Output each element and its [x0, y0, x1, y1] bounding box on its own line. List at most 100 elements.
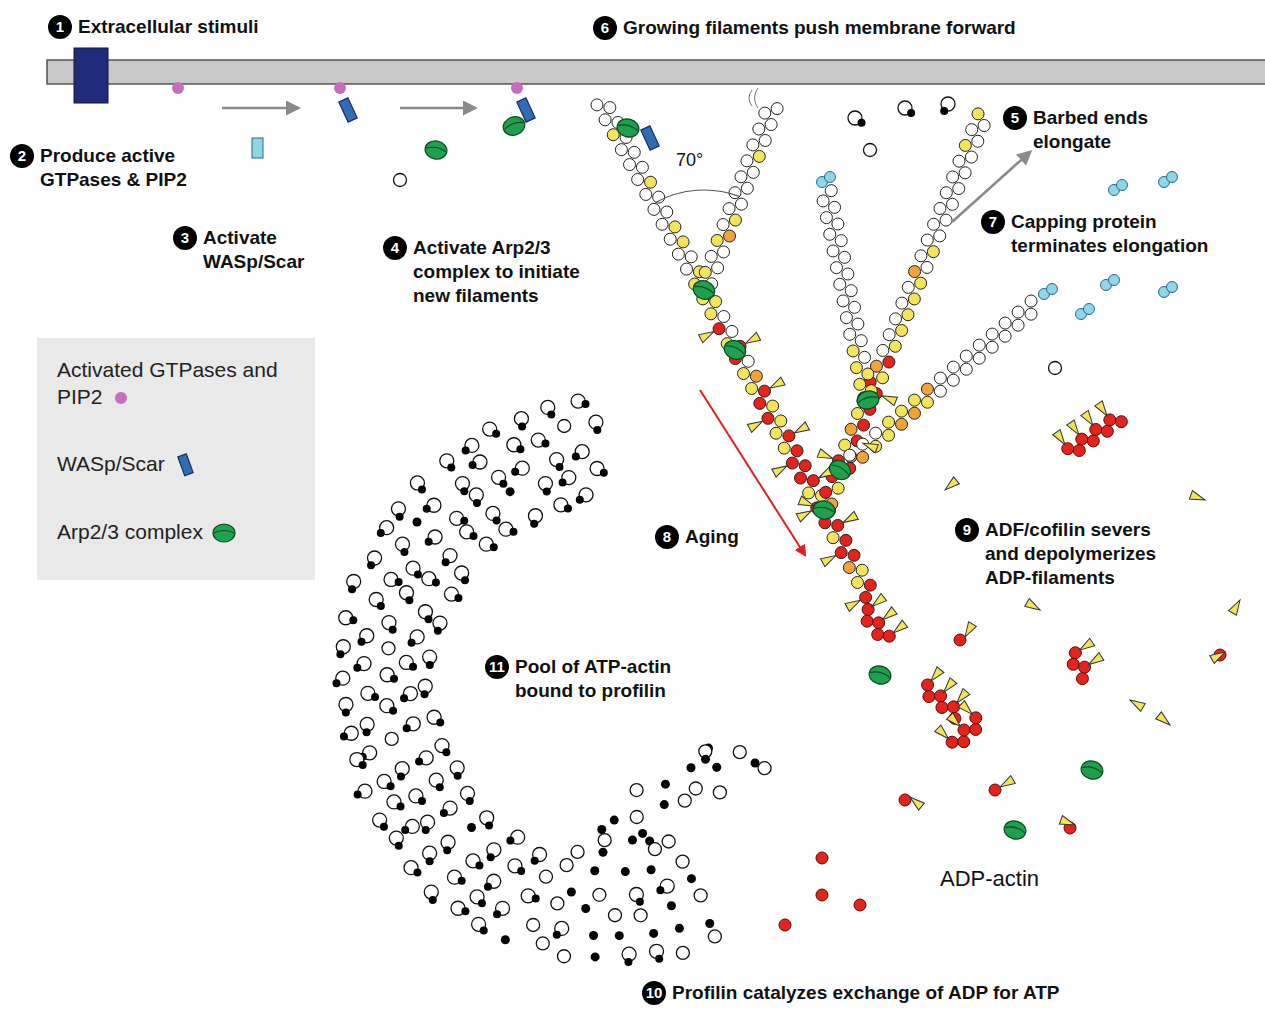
plasma-membrane [47, 60, 1265, 84]
profilin [506, 487, 515, 496]
profilin-actin [418, 679, 432, 698]
step-callout: 4Activate Arp2/3 complex to initiate new… [383, 236, 613, 308]
profilin-actin [423, 650, 437, 669]
capping-protein [817, 172, 836, 188]
step-callout: 3Activate WASp/Scar [173, 226, 323, 274]
cofilin [768, 377, 785, 392]
cofilin [935, 725, 952, 742]
profilin-actin [369, 592, 385, 609]
atp-actin [630, 784, 643, 797]
legend-entry: Arp2/3 complex [57, 518, 292, 546]
number-badge: 9 [955, 518, 979, 542]
adp-actin [970, 723, 982, 735]
adp-actin [816, 852, 828, 864]
profilin-actin [433, 616, 447, 635]
callout-number: 4 [383, 236, 407, 260]
cofilin [1210, 648, 1227, 663]
legend-entry: WASp/Scar [57, 450, 292, 478]
atp-actin [539, 870, 552, 883]
cofilin [796, 507, 813, 522]
profilin-actin [571, 394, 589, 408]
callout-number: 3 [173, 226, 197, 250]
species-label: ADP-actin [940, 866, 1039, 892]
number-badge: 11 [485, 655, 509, 679]
angle-arc [656, 190, 739, 202]
profilin-actin [572, 445, 589, 461]
atp-actin [733, 746, 746, 759]
profilin-actin [401, 819, 419, 834]
profilin-actin [460, 525, 478, 540]
gtpase-dot [172, 82, 184, 94]
adp-actin [954, 634, 966, 646]
cofilin [772, 462, 789, 477]
step-caption: Activate WASp/Scar [203, 226, 323, 274]
profilin-actin [332, 671, 349, 687]
profilin-actin [425, 530, 442, 546]
atp-actin [676, 855, 689, 868]
profilin [597, 825, 606, 834]
atp-actin [630, 811, 643, 824]
number-badge: 6 [593, 16, 617, 40]
profilin-actin [538, 477, 552, 496]
wasp-scar [641, 126, 659, 150]
step-caption: Capping protein terminates elongation [1011, 210, 1236, 258]
profilin-actin [384, 572, 403, 586]
profilin-actin [462, 438, 479, 454]
profilin-actin [367, 551, 381, 569]
cofilin [1128, 696, 1145, 711]
profilin [667, 901, 676, 910]
profilin [501, 935, 510, 944]
profilin-actin [380, 699, 397, 715]
inactive-wasp [252, 138, 263, 158]
adp-actin [854, 899, 866, 911]
atp-actin [634, 909, 647, 922]
badge-disc [642, 981, 666, 1005]
atp-actin [598, 834, 611, 847]
profilin-actin [336, 640, 350, 658]
profilin [591, 952, 600, 961]
capping-protein [1159, 282, 1178, 298]
cofilin [1086, 653, 1103, 669]
adp-actin [872, 628, 884, 640]
badge-disc [593, 16, 617, 40]
atp-actin [1049, 362, 1062, 375]
profilin-actin [339, 698, 353, 717]
capping-protein [1159, 172, 1178, 188]
legend-text: WASp/Scar [57, 452, 165, 475]
profilin-actin [395, 537, 409, 556]
step-caption: ADF/cofilin severs and depolymerizes ADP… [985, 518, 1185, 590]
atp-actin [571, 845, 584, 858]
legend-entry: Activated GTPases and PIP2 [57, 356, 292, 411]
profilin-actin [418, 605, 432, 623]
profilin-actin [483, 422, 501, 438]
cofilin [869, 594, 886, 610]
arp23-complex [691, 278, 718, 302]
actin-filament [591, 99, 876, 603]
capping-protein [1109, 180, 1128, 196]
atp-actin [662, 835, 675, 848]
atp-actin [758, 762, 771, 775]
cofilin [821, 552, 838, 567]
profilin [705, 919, 714, 928]
cofilin [890, 620, 907, 636]
step-caption: Extracellular stimuli [78, 15, 498, 39]
profilin-actin [521, 889, 540, 903]
badge-disc [173, 226, 197, 250]
badge-disc [383, 236, 407, 260]
profilin-actin [395, 762, 409, 781]
atp-actin [676, 946, 689, 959]
cofilin [1156, 712, 1173, 729]
profilin-actin [499, 522, 518, 536]
gtpase-dot [511, 82, 523, 94]
badge-disc [10, 144, 34, 168]
atp-actin [394, 174, 407, 187]
profilin [628, 835, 637, 844]
actin-filament [831, 295, 1037, 474]
profilin [649, 929, 658, 938]
progress-arrow [400, 107, 475, 110]
arp23-complex [855, 388, 881, 411]
adp-actin [779, 919, 791, 931]
cofilin [1059, 816, 1076, 830]
cofilin [845, 596, 862, 611]
actin-filament [813, 108, 990, 514]
